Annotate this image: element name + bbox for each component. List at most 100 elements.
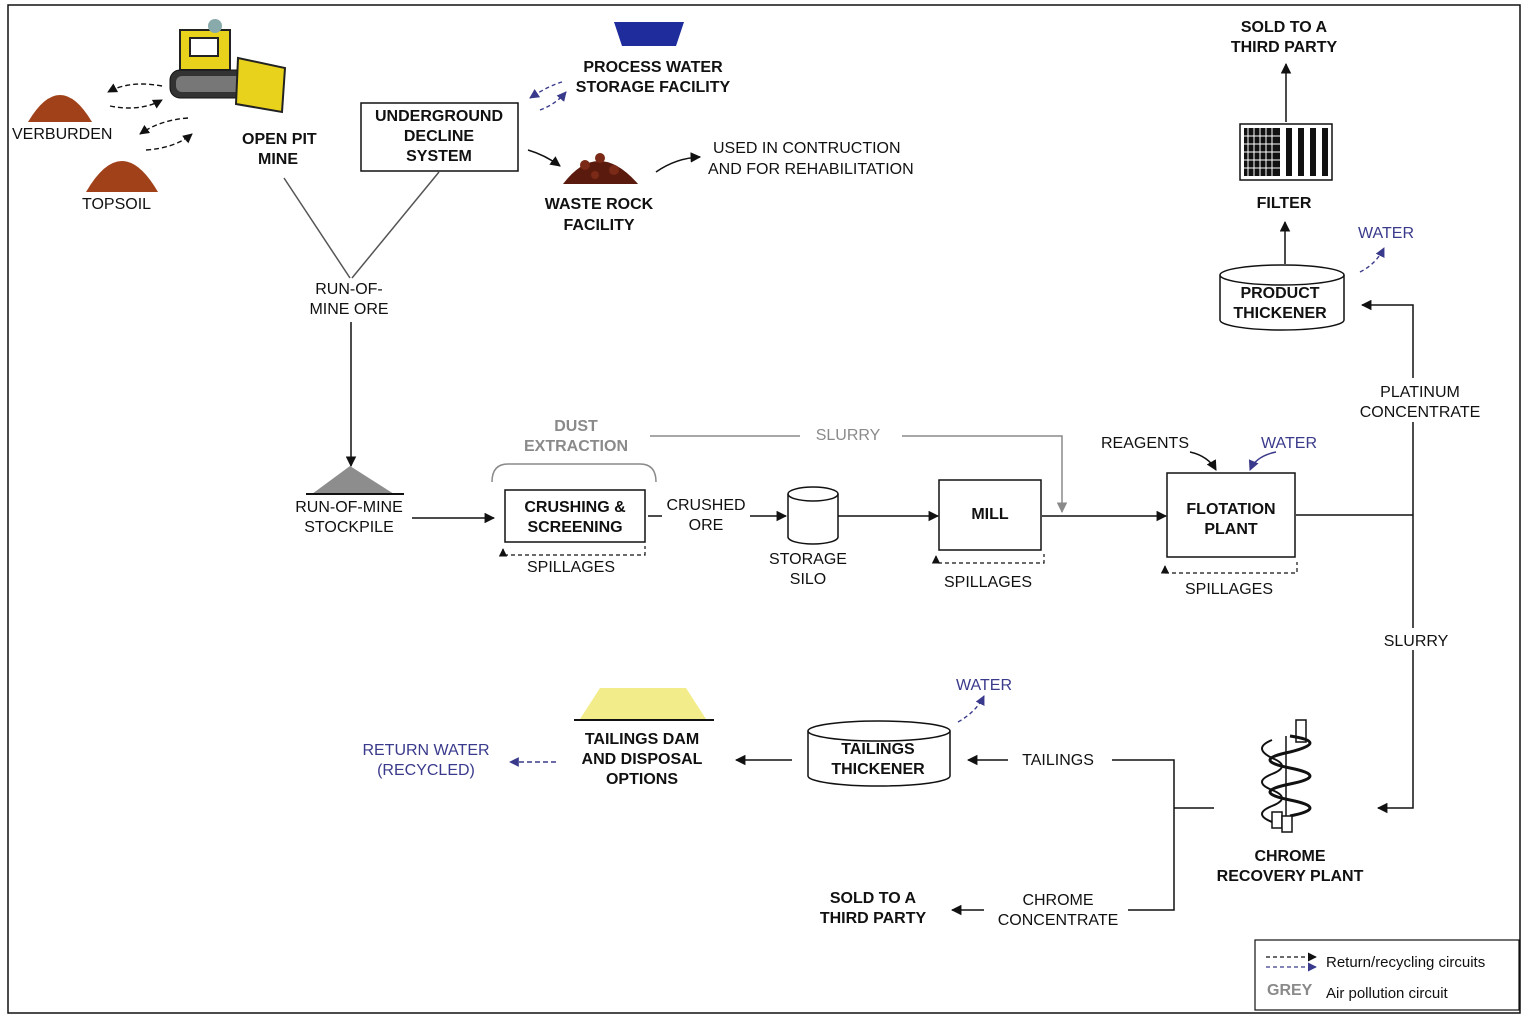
slurry-return-arrow [902,435,1068,514]
legend: Return/recycling circuits GREY Air pollu… [1254,939,1520,1011]
bulldozer-icon [169,19,287,114]
mill-label: MILL [971,506,1009,523]
return-water-label-1: RETURN WATER [362,742,489,759]
stockpile-label-2: STOCKPILE [304,519,394,536]
slurry-to-chrome-arrow [1376,515,1414,814]
platinum-label-1: PLATINUM [1380,384,1460,401]
reagents-arrow [1189,451,1217,471]
outer-frame [7,4,1521,1014]
sold-bottom-label-1: SOLD TO A [830,890,917,907]
flotation-label-2: PLANT [1204,521,1258,538]
water-flotation-arrow [1248,451,1277,471]
flotation-box [1166,472,1296,558]
process-water-return-arrow [529,81,563,99]
rom-ore-label-1: RUN-OF- [315,281,383,298]
tailings-thickener-icon [807,720,951,787]
water-product-arrow [1359,247,1385,273]
silo-label-1: STORAGE [769,551,847,568]
tailings-thickener-label-2: THICKENER [831,761,925,778]
reagents-label: REAGENTS [1101,435,1189,452]
storage-silo-icon [787,486,839,545]
product-thickener-label-2: THICKENER [1233,305,1327,322]
product-thickener-icon [1219,264,1345,331]
flotation-label-1: FLOTATION [1186,501,1275,518]
sold-bottom-label-2: THIRD PARTY [820,910,927,927]
platinum-label-bg [1356,378,1486,422]
underground-label-1: UNDERGROUND [375,108,503,125]
mill-box [938,479,1042,551]
tailings-dam-label-3: OPTIONS [606,771,678,788]
spillages-1-label: SPILLAGES [527,559,615,576]
topsoil-out-arrow [145,133,193,151]
crushing-box [504,489,646,543]
sold-top-label-1: SOLD TO A [1241,19,1328,36]
waste-rock-label-2: FACILITY [563,217,634,234]
waste-rock-arrow [527,149,561,167]
topsoil-pile-icon [86,161,158,192]
crushed-ore-label-2: ORE [689,517,724,534]
process-water-out-arrow [539,91,567,111]
product-thickener-label-1: PRODUCT [1240,285,1319,302]
slurry-right-label: SLURRY [1384,633,1449,650]
tailings-dam-label-2: AND DISPOSAL [582,751,703,768]
water-flotation-label: WATER [1261,435,1317,452]
slurry-top-label: SLURRY [816,427,881,444]
process-water-label-2: STORAGE FACILITY [576,79,731,96]
crushing-label-2: SCREENING [527,519,622,536]
spillage-loop-2 [935,554,1045,564]
platinum-label-2: CONCENTRATE [1360,404,1481,421]
underground-box [360,102,519,172]
tailings-branch-line [1112,759,1175,808]
crushed-ore-label-1: CRUSHED [666,497,745,514]
open-pit-to-rom-line [283,177,351,279]
chrome-concentrate-branch-line [1128,808,1175,911]
dust-extraction-hood [491,463,657,483]
spillages-2-label: SPILLAGES [944,574,1032,591]
filter-press-icon [1239,123,1333,181]
slurry-right-label-bg [1376,628,1456,650]
water-product-label: WATER [1358,225,1414,242]
topsoil-return-arrow [139,117,189,135]
spillage-loop-1 [502,546,646,556]
legend-air-label: Air pollution circuit [1326,985,1449,1002]
water-tailings-arrow [957,695,985,723]
underground-to-rom-line [351,171,440,279]
overburden-out-arrow [109,99,163,109]
crushing-label-1: CRUSHING & [524,499,626,516]
overburden-return-arrow [107,83,163,93]
platinum-concentrate-arrow [1360,299,1414,515]
underground-label-3: SYSTEM [406,148,472,165]
process-water-label-1: PROCESS WATER [583,59,723,76]
return-water-label-2: (RECYCLED) [377,762,475,779]
topsoil-label: TOPSOIL [82,196,151,213]
construction-arrow [655,152,702,173]
tailings-dam-label-1: TAILINGS DAM [585,731,699,748]
tailings-label: TAILINGS [1022,752,1094,769]
open-pit-label-1: OPEN PIT [242,131,317,148]
chrome-recovery-label-2: RECOVERY PLANT [1217,868,1364,885]
chrome-concentrate-label-2: CONCENTRATE [998,912,1119,929]
spillage-loop-3 [1164,562,1298,574]
legend-box [1254,939,1520,1011]
construction-label-2: AND FOR REHABILITATION [708,161,914,178]
legend-grey-key: GREY [1267,982,1313,999]
tailings-thickener-label-1: TAILINGS [841,741,915,758]
dust-extraction-label-1: DUST [554,418,598,435]
water-tailings-label: WATER [956,677,1012,694]
construction-label-1: USED IN CONTRUCTION [713,140,901,157]
spillages-3-label: SPILLAGES [1185,581,1273,598]
underground-label-2: DECLINE [404,128,475,145]
overburden-pile-icon [28,95,92,122]
overburden-label: VERBURDEN [12,126,112,143]
chrome-spiral-icon [1261,719,1312,833]
open-pit-label-2: MINE [258,151,298,168]
chrome-concentrate-label-1: CHROME [1022,892,1093,909]
legend-recycling-label: Return/recycling circuits [1326,954,1485,971]
sold-top-label-2: THIRD PARTY [1231,39,1338,56]
waste-rock-label-1: WASTE ROCK [545,196,654,213]
stockpile-label-1: RUN-OF-MINE [295,499,403,516]
rom-ore-label-2: MINE ORE [309,301,388,318]
dust-extraction-label-2: EXTRACTION [524,438,628,455]
